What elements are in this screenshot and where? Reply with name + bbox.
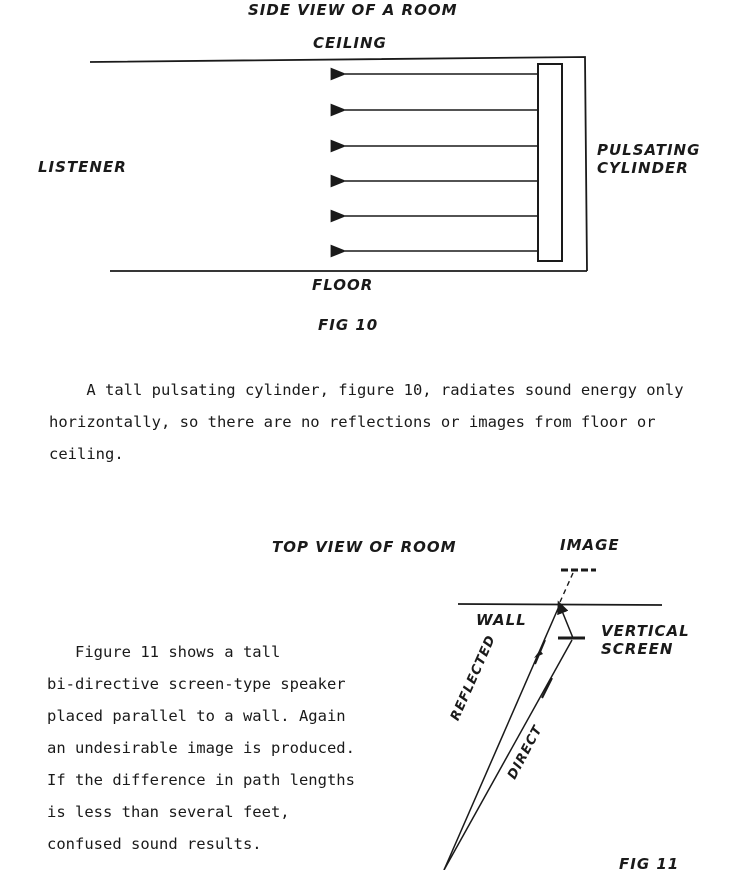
screen-label-line1: VERTICAL [601,622,690,640]
fig11-title: TOP VIEW OF ROOM [272,538,457,556]
reflected-arrow-tick [534,639,546,665]
text-line: is less than several feet, [47,803,290,821]
screen-label-line2: SCREEN [601,640,674,658]
direct-arrow-tick [541,677,553,699]
text-line: bi-directive screen-type speaker [47,675,346,693]
paragraph-fig11: Figure 11 shows a tall bi-directive scre… [47,636,355,860]
text-line: Figure 11 shows a tall [47,643,281,661]
text-line: ceiling. [49,445,124,463]
fig10-title: SIDE VIEW OF A ROOM [248,1,458,19]
text-line: placed parallel to a wall. Again [47,707,346,725]
cylinder-label-line1: PULSATING [597,141,701,159]
cylinder-label-line2: CYLINDER [597,159,689,177]
text-line: an undesirable image is produced. [47,739,355,757]
listener-label: LISTENER [38,158,127,176]
wall-label: WALL [476,611,527,629]
ceiling-label: CEILING [313,34,387,52]
reflected-path-in [557,600,574,639]
floor-label: FLOOR [312,276,374,294]
text-line: confused sound results. [47,835,262,853]
fig10-caption: FIG 10 [318,316,379,334]
text-line: horizontally, so there are no reflection… [49,413,656,431]
image-path-dashed [559,572,574,603]
direct-path [443,639,573,870]
pulsating-cylinder [537,63,563,262]
paragraph-fig10: A tall pulsating cylinder, figure 10, ra… [49,374,684,470]
fig11-caption: FIG 11 [619,855,680,873]
image-label: IMAGE [560,536,620,554]
text-line: If the difference in path lengths [47,771,355,789]
ceiling-line [89,56,588,272]
text-line: A tall pulsating cylinder, figure 10, ra… [49,381,684,399]
